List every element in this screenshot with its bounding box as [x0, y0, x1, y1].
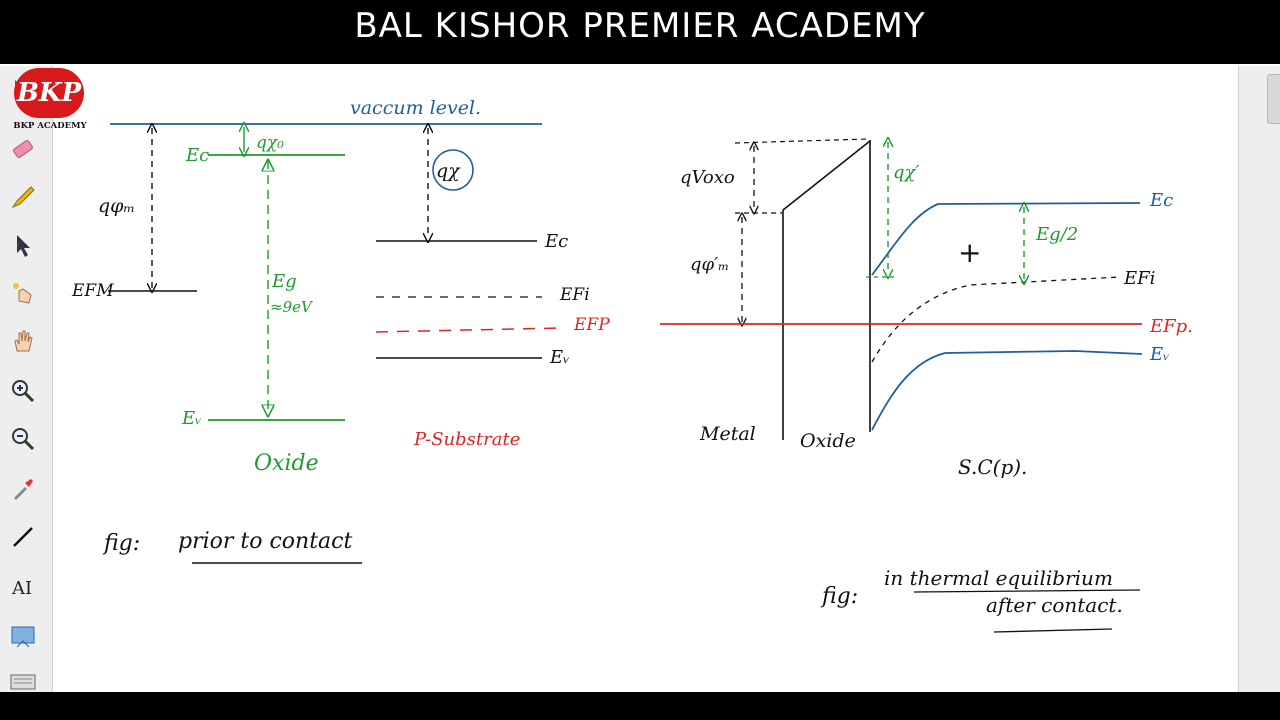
select-arrow-icon[interactable] [6, 228, 40, 262]
oxide-ev-label: Eᵥ [181, 408, 202, 429]
sc-efi-band [871, 276, 1121, 363]
sc-ev-band [871, 350, 1143, 431]
whiteboard-canvas[interactable]: vaccum level. EFM qφₘ Ec qχ₀ Eᵥ Eg ≈9eV … [0, 64, 1280, 692]
zoom-in-icon[interactable] [6, 374, 40, 408]
efi-label: EFi [1123, 268, 1155, 289]
side-panel-toggle[interactable] [1267, 74, 1280, 124]
sc-ec-label: Ec [544, 231, 568, 252]
eraser-icon[interactable] [6, 132, 40, 166]
laser-pointer-icon[interactable] [6, 276, 40, 310]
right-side-rail [1238, 66, 1280, 692]
academy-title: BAL KISHOR PREMIER ACADEMY [354, 6, 926, 46]
sc-efp-line [375, 327, 561, 333]
logo-badge: BKP [14, 68, 84, 118]
right-oxide-label: Oxide [800, 430, 856, 452]
q-voxo-label: qVoxo [680, 167, 735, 188]
band-diagram: vaccum level. EFM qφₘ Ec qχ₀ Eᵥ Eg ≈9eV … [71, 97, 1193, 633]
sc-ec-band [871, 202, 1141, 276]
pen-icon[interactable] [6, 180, 40, 214]
p-substrate-label: P-Substrate [413, 429, 520, 450]
eg-label: Eg [271, 271, 297, 292]
header-bar: BAL KISHOR PREMIER ACADEMY [0, 0, 1280, 64]
ec-label: Ec [1149, 190, 1173, 211]
hand-pan-icon[interactable] [6, 324, 40, 358]
footer-bar [0, 692, 1280, 720]
oxide-ec-label: Ec [185, 145, 209, 166]
right-figure: qVoxo qφ′ₘ EFp. Ec Eᵥ EFi qχ′ Eg/2 + [660, 139, 1193, 633]
eg-half-label: Eg/2 [1035, 224, 1078, 245]
right-caption-line1: in thermal equilibrium [884, 566, 1113, 590]
efm-label: EFM [71, 281, 114, 301]
screen-clip-icon[interactable] [6, 620, 40, 654]
zoom-out-icon[interactable] [6, 422, 40, 456]
left-caption: prior to contact [178, 529, 352, 554]
svg-text:AI: AI [11, 578, 32, 599]
right-caption-prefix: fig: [820, 584, 858, 609]
sc-efp-label: EFP [573, 315, 610, 335]
right-caption-line2: after contact. [986, 593, 1123, 617]
efp-label: EFp. [1149, 316, 1193, 337]
sc-ev-label: Eᵥ [549, 347, 570, 368]
line-tool-icon[interactable] [6, 520, 40, 554]
plus-sign: + [958, 236, 981, 269]
logo-caption: BKP ACADEMY [13, 121, 87, 131]
q-chi-prime-label: qχ′ [893, 162, 920, 183]
q-phi-m-label: qφₘ [98, 195, 135, 217]
q-chi-circle [432, 149, 474, 191]
bkp-logo: BKP BKP ACADEMY [8, 68, 88, 136]
left-figure: vaccum level. EFM qφₘ Ec qχ₀ Eᵥ Eg ≈9eV … [71, 97, 610, 564]
sc-p-label: S.C(p). [958, 455, 1027, 479]
q-chi0-label: qχ₀ [256, 133, 284, 153]
oxide-conduction-slope [782, 140, 871, 211]
metal-label: Metal [699, 423, 756, 445]
vacuum-level-label: vaccum level. [350, 97, 481, 119]
q-chi-label: qχ [436, 160, 461, 182]
sc-efi-label: EFi [559, 285, 590, 305]
q-phi-m-prime-label: qφ′ₘ [690, 254, 729, 275]
ev-label: Eᵥ [1149, 344, 1170, 365]
keyboard-icon[interactable] [6, 664, 40, 698]
oxide-label: Oxide [254, 451, 319, 476]
color-picker-icon[interactable] [6, 472, 40, 506]
eg-value: ≈9eV [270, 298, 314, 316]
drawing-toolbar: AI [0, 66, 53, 692]
text-tool-icon[interactable]: AI [6, 570, 40, 604]
left-caption-prefix: fig: [102, 531, 140, 556]
